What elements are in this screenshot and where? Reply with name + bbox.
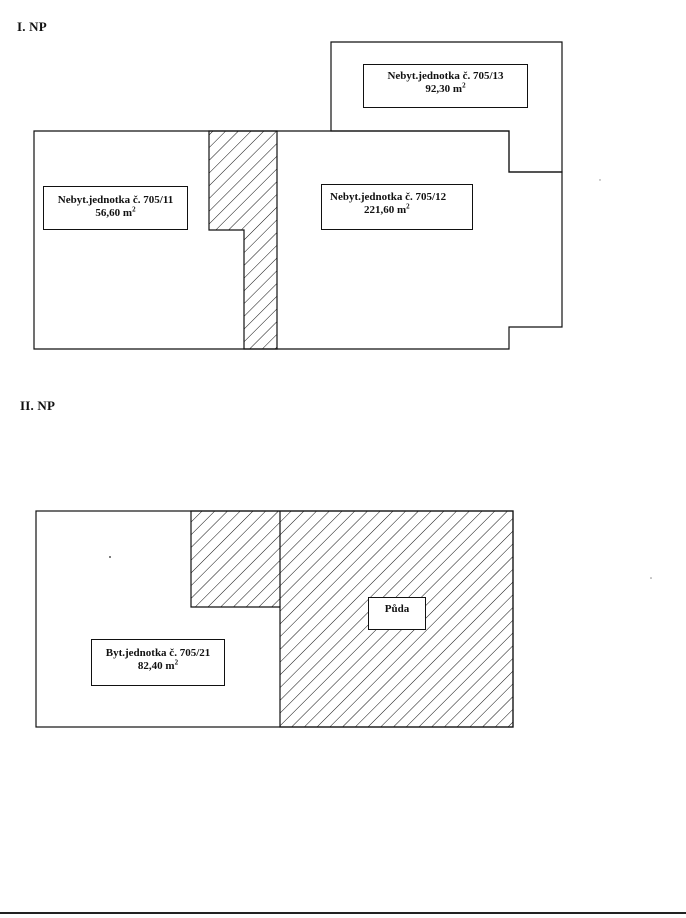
unit-705-13-label: Nebyt.jednotka č. 705/13 92,30 m2 bbox=[363, 64, 528, 108]
unit-705-11-label: Nebyt.jednotka č. 705/11 56,60 m2 bbox=[43, 186, 188, 230]
unit-705-12-area: 221,60 m2 bbox=[364, 202, 410, 216]
floor-1-outline bbox=[33, 130, 563, 350]
floor-title-1np: I. NP bbox=[17, 19, 47, 34]
speck bbox=[599, 179, 601, 181]
floor-title-2np: II. NP bbox=[20, 398, 56, 413]
hatched-attic-2np bbox=[190, 510, 514, 728]
hatched-corridor-1np bbox=[208, 130, 278, 350]
floor-1-plan bbox=[33, 41, 563, 350]
unit-705-12-label: Nebyt.jednotka č. 705/12 221,60 m2 bbox=[321, 184, 473, 230]
unit-705-11-name: Nebyt.jednotka č. 705/11 bbox=[57, 194, 174, 206]
unit-705-13-name: Nebyt.jednotka č. 705/13 bbox=[387, 70, 504, 82]
unit-705-13-area: 92,30 m2 bbox=[425, 81, 466, 95]
unit-705-21-name: Byt.jednotka č. 705/21 bbox=[105, 647, 211, 659]
page-bottom-rule bbox=[0, 912, 686, 914]
unit-705-11-area: 56,60 m2 bbox=[95, 205, 136, 219]
speck bbox=[650, 577, 652, 579]
attic-label: Půda bbox=[368, 597, 426, 630]
speck bbox=[109, 556, 111, 558]
unit-705-21-label: Byt.jednotka č. 705/21 82,40 m2 bbox=[91, 639, 225, 686]
attic-name: Půda bbox=[384, 603, 410, 615]
unit-705-21-area: 82,40 m2 bbox=[137, 658, 179, 672]
unit-705-12-name: Nebyt.jednotka č. 705/12 bbox=[330, 191, 447, 203]
floor-2-plan bbox=[35, 510, 514, 728]
